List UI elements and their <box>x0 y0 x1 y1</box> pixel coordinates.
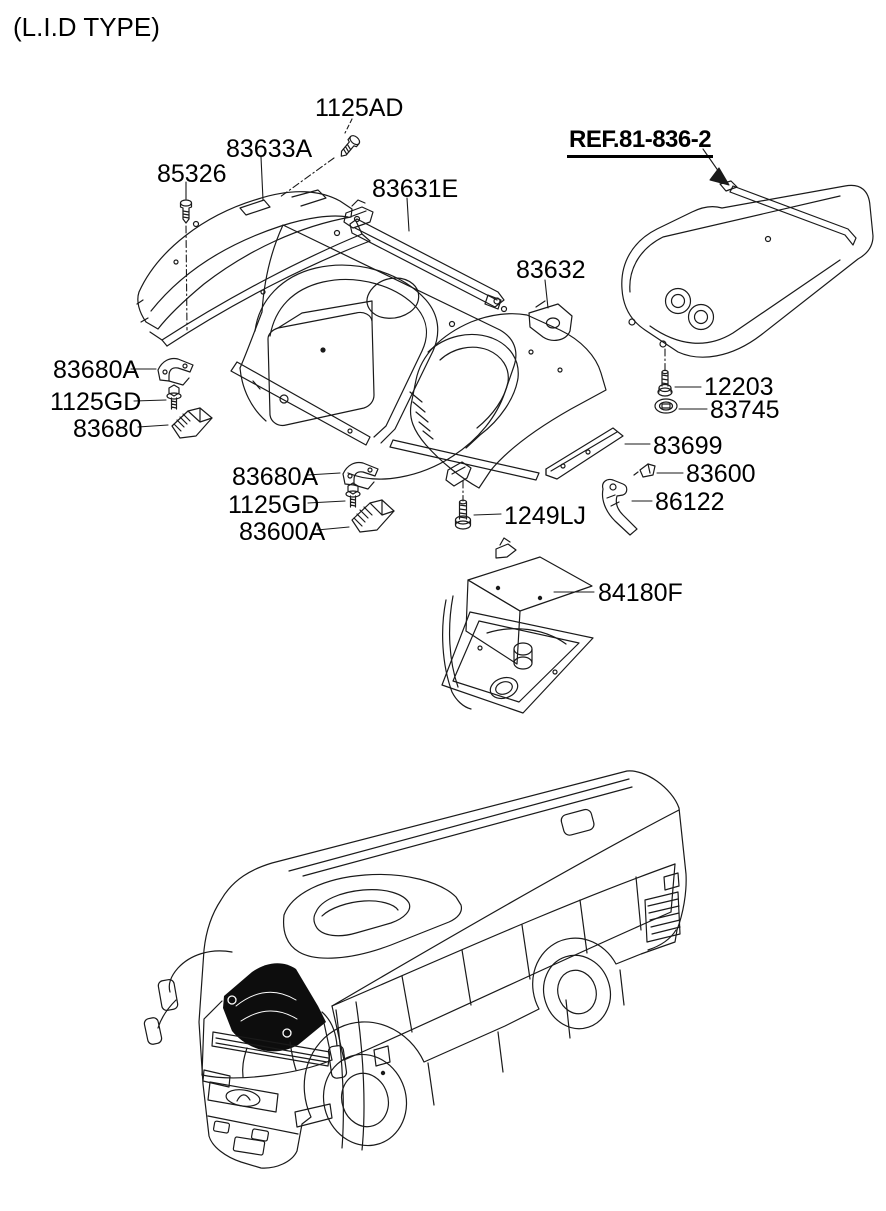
grommet-83745 <box>654 398 678 414</box>
rail-83699 <box>545 427 624 480</box>
part-label-85326: 85326 <box>157 160 227 188</box>
part-label-83680a-1: 83680A <box>53 356 140 384</box>
right-mirror <box>321 1011 348 1079</box>
panel-83633a <box>136 189 371 347</box>
screw-1249lj <box>454 499 472 530</box>
highlight-front-roof-panel <box>223 963 326 1052</box>
bracket-83680 <box>171 407 213 439</box>
screw-1125gd-1 <box>166 384 182 410</box>
screw-12203 <box>657 369 673 397</box>
part-label-1125gd-1: 1125GD <box>50 388 142 416</box>
roof-hatch <box>560 808 595 836</box>
part-label-1125ad: 1125AD <box>315 94 404 122</box>
bracket-83680a-1 <box>157 357 194 386</box>
leader-lines <box>130 118 730 593</box>
part-label-83745: 83745 <box>710 396 780 424</box>
screw-1125gd-2 <box>345 482 361 508</box>
part-label-83600: 83600 <box>686 460 756 488</box>
left-mirrors <box>143 950 233 1045</box>
bracket-86122 <box>601 478 638 536</box>
part-label-12203: 12203 <box>704 373 774 401</box>
box-84180f <box>441 537 594 714</box>
part-label-83633a: 83633A <box>226 135 313 163</box>
bus-illustration <box>143 770 687 1169</box>
part-label-83600a: 83600A <box>239 518 326 546</box>
panel-ref <box>621 180 874 358</box>
page-title: (L.I.D TYPE) <box>13 12 160 42</box>
ref-arrow-icon <box>709 167 730 186</box>
bracket-83600a <box>351 499 395 533</box>
screw-85326 <box>179 199 193 224</box>
part-label-84180f: 84180F <box>598 579 683 607</box>
ref-link-label[interactable]: REF.81-836-2 <box>567 126 714 158</box>
license-plate <box>232 1136 266 1156</box>
bracket-83680a-2 <box>342 461 379 490</box>
part-label-86122: 86122 <box>655 488 725 516</box>
clip-83600 <box>633 463 656 478</box>
part-label-83699: 83699 <box>653 432 723 460</box>
front-rail <box>343 199 508 313</box>
screw-1125ad <box>340 135 361 157</box>
exploded-view <box>130 118 874 714</box>
part-label-83680: 83680 <box>73 415 143 443</box>
part-label-83631e: 83631E <box>372 175 459 203</box>
part-label-1125gd-2: 1125GD <box>228 491 320 519</box>
part-label-83632: 83632 <box>516 256 586 284</box>
brand-logo-icon <box>225 1089 261 1107</box>
panel-arch-rh <box>389 300 607 489</box>
part-label-83680a-2: 83680A <box>232 463 319 491</box>
part-label-1249lj: 1249LJ <box>504 502 587 530</box>
panel-83631e <box>230 224 517 480</box>
bracket-83632 <box>528 303 573 341</box>
